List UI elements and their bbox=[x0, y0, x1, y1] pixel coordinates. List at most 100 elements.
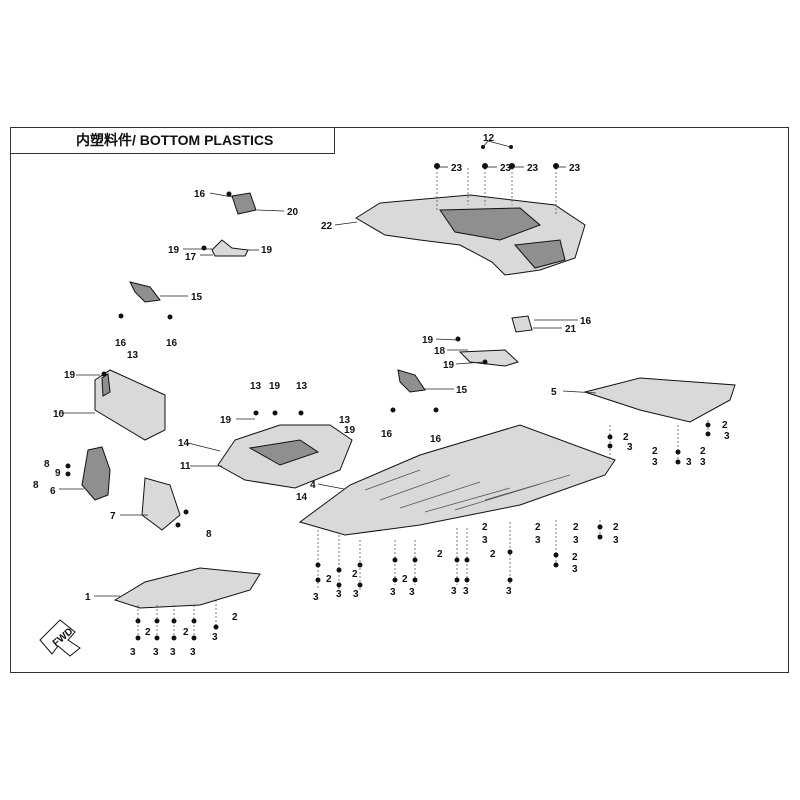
callout-2-m9: 2 bbox=[352, 569, 358, 580]
callout-16-f: 16 bbox=[430, 434, 442, 445]
callout-13-d: 13 bbox=[339, 415, 351, 426]
callout-19-e: 19 bbox=[64, 370, 76, 381]
callout-3-f2: 3 bbox=[153, 647, 159, 658]
fasteners-main-skid bbox=[315, 420, 711, 590]
part-10-left-guard[interactable] bbox=[94, 369, 166, 441]
callout-3-r5: 3 bbox=[724, 431, 730, 442]
callout-3-m5: 3 bbox=[572, 564, 578, 575]
callout-19-c: 19 bbox=[422, 335, 434, 346]
callout-15-a: 15 bbox=[191, 292, 203, 303]
callout-2-r4: 2 bbox=[722, 420, 728, 431]
callout-2-f1: 2 bbox=[145, 627, 151, 638]
callout-13-b: 13 bbox=[250, 381, 262, 392]
callout-2-m1: 2 bbox=[482, 522, 488, 533]
part-7-shield[interactable] bbox=[141, 477, 181, 531]
callout-2-m4: 2 bbox=[613, 522, 619, 533]
callout-2-r2: 2 bbox=[652, 446, 658, 457]
callout-17: 17 bbox=[185, 252, 197, 263]
callout-2-r1: 2 bbox=[623, 432, 629, 443]
callout-16-c: 16 bbox=[166, 338, 178, 349]
callout-2-m6: 2 bbox=[437, 549, 443, 560]
part-11-center-tunnel[interactable] bbox=[217, 424, 353, 489]
callout-3-f4: 3 bbox=[190, 647, 196, 658]
callout-12: 12 bbox=[483, 133, 495, 144]
callout-14-b: 14 bbox=[296, 492, 308, 503]
callout-3-m4: 3 bbox=[613, 535, 619, 546]
callout-7: 7 bbox=[110, 511, 116, 522]
part-5-rear-skid[interactable] bbox=[583, 377, 736, 423]
callout-3-f5: 3 bbox=[212, 632, 218, 643]
callout-16-d: 16 bbox=[580, 316, 592, 327]
callout-3-m11: 3 bbox=[451, 586, 457, 597]
callout-6: 6 bbox=[50, 486, 56, 497]
callout-2-m2: 2 bbox=[535, 522, 541, 533]
callout-2-m7: 2 bbox=[490, 549, 496, 560]
callout-16-a: 16 bbox=[194, 189, 206, 200]
callout-2-f2: 2 bbox=[183, 627, 189, 638]
callout-3-f1: 3 bbox=[130, 647, 136, 658]
callout-13-c: 13 bbox=[296, 381, 308, 392]
small-fasteners bbox=[65, 191, 488, 528]
part-17-bracket[interactable] bbox=[211, 239, 249, 257]
callout-3-m9: 3 bbox=[390, 587, 396, 598]
callout-3-m7: 3 bbox=[336, 589, 342, 600]
callout-3-m8: 3 bbox=[353, 589, 359, 600]
callout-2-m8: 2 bbox=[326, 574, 332, 585]
callout-3-r3: 3 bbox=[686, 457, 692, 468]
drawing-frame bbox=[10, 127, 789, 673]
callout-3-r1: 3 bbox=[627, 442, 633, 453]
callout-23-b: 23 bbox=[500, 163, 512, 174]
callout-5: 5 bbox=[551, 387, 557, 398]
callout-2-f3: 2 bbox=[232, 612, 238, 623]
callout-16-b: 16 bbox=[115, 338, 127, 349]
callout-18: 18 bbox=[434, 346, 446, 357]
part-18-bracket[interactable] bbox=[458, 349, 519, 367]
callout-3-m2: 3 bbox=[535, 535, 541, 546]
callout-14-a: 14 bbox=[178, 438, 190, 449]
callout-3-r2: 3 bbox=[652, 457, 658, 468]
callout-8-c: 8 bbox=[206, 529, 212, 540]
callout-11: 11 bbox=[180, 461, 191, 472]
part-15-upper-shield[interactable] bbox=[129, 281, 161, 303]
diagram-title: 内塑料件/ BOTTOM PLASTICS bbox=[10, 127, 335, 154]
callout-22: 22 bbox=[321, 221, 333, 232]
callout-19-f: 19 bbox=[269, 381, 281, 392]
callout-3-m13: 3 bbox=[506, 586, 512, 597]
callout-19-h: 19 bbox=[344, 425, 356, 436]
callout-21: 21 bbox=[565, 324, 577, 335]
callout-1: 1 bbox=[85, 592, 91, 603]
callout-3-f3: 3 bbox=[170, 647, 176, 658]
callout-3-m10: 3 bbox=[409, 587, 415, 598]
callout-19-b: 19 bbox=[261, 245, 273, 256]
part-4-main-skid[interactable] bbox=[298, 424, 616, 536]
part-15-lower-shield[interactable] bbox=[397, 369, 426, 393]
fwd-arrow-icon bbox=[39, 619, 81, 657]
callout-19-g: 19 bbox=[220, 415, 232, 426]
callout-2-m10: 2 bbox=[402, 574, 408, 585]
callout-10: 10 bbox=[53, 409, 65, 420]
callout-2-m5: 2 bbox=[572, 552, 578, 563]
callout-8-a: 8 bbox=[44, 459, 50, 470]
callout-13-a: 13 bbox=[127, 350, 139, 361]
callout-19-d: 19 bbox=[443, 360, 455, 371]
callout-23-d: 23 bbox=[569, 163, 581, 174]
callout-9: 9 bbox=[55, 468, 61, 479]
callout-3-r4: 3 bbox=[700, 457, 706, 468]
part-22-rear-plate[interactable] bbox=[355, 194, 586, 276]
callout-2-r3: 2 bbox=[700, 446, 706, 457]
callout-23-c: 23 bbox=[527, 163, 539, 174]
callout-16-e: 16 bbox=[381, 429, 393, 440]
callout-2-m3: 2 bbox=[573, 522, 579, 533]
part-20-bracket[interactable] bbox=[231, 192, 257, 215]
part-6-bracket[interactable] bbox=[81, 446, 111, 501]
callout-3-m6: 3 bbox=[313, 592, 319, 603]
part-21-bracket[interactable] bbox=[511, 315, 533, 333]
leader-lines bbox=[59, 140, 597, 597]
callout-19-a: 19 bbox=[168, 245, 180, 256]
callout-15-b: 15 bbox=[456, 385, 468, 396]
part-1-front-skid[interactable] bbox=[113, 567, 261, 609]
callout-labels: 12 23 23 23 23 22 16 20 19 19 17 15 16 1… bbox=[33, 133, 730, 658]
callout-20: 20 bbox=[287, 207, 299, 218]
callout-3-m3: 3 bbox=[573, 535, 579, 546]
